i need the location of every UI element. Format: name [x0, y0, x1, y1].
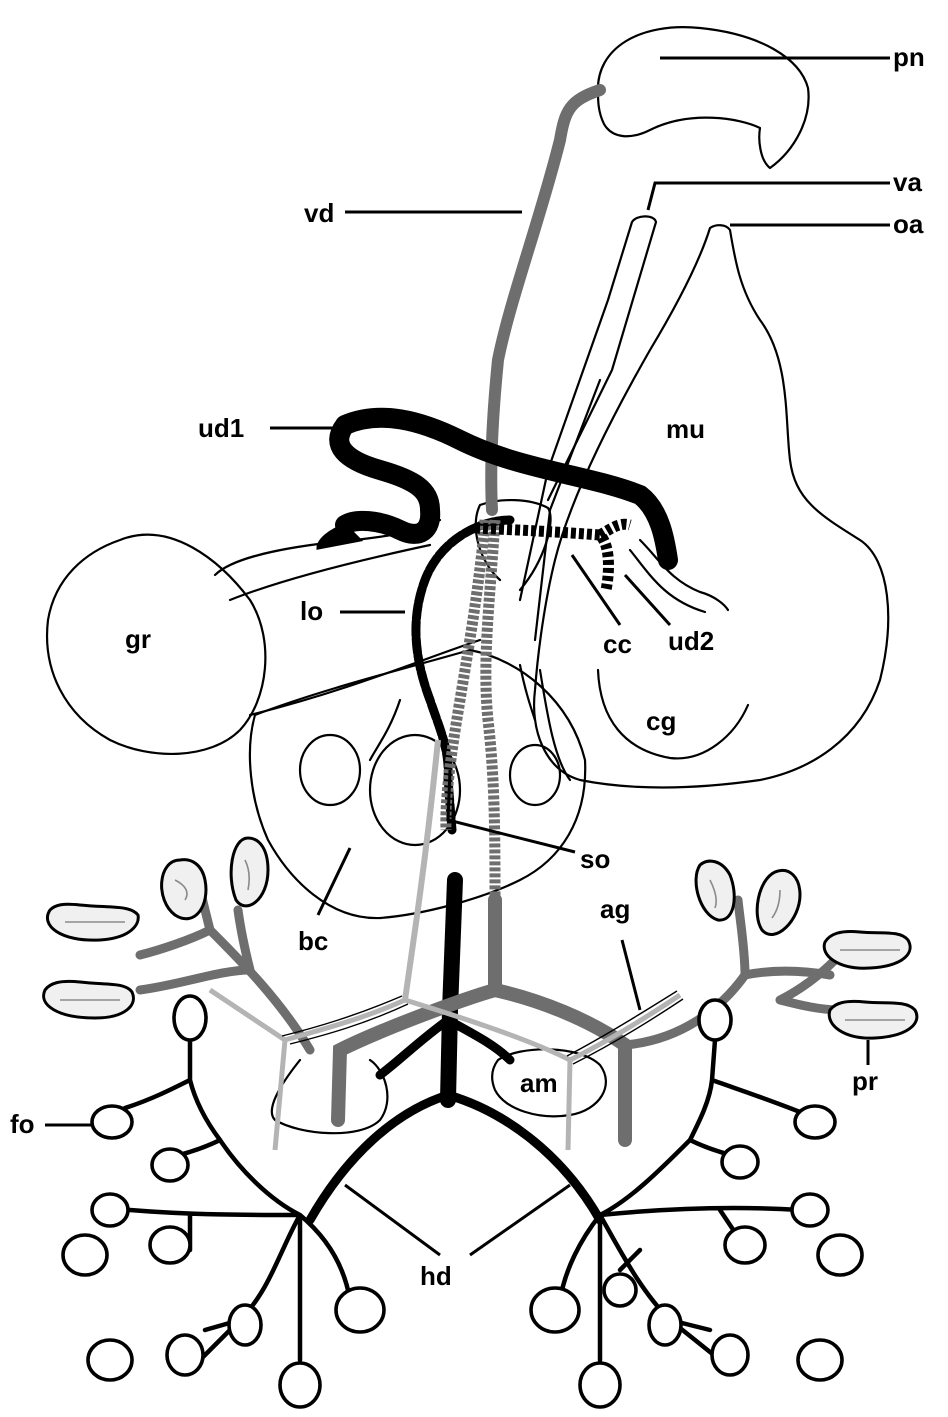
label-ud2: ud2	[668, 626, 714, 656]
leader-hd	[345, 1185, 570, 1255]
label-mu: mu	[666, 414, 705, 444]
label-pr: pr	[852, 1066, 878, 1096]
leader-va	[648, 183, 890, 210]
leader-bc	[318, 848, 350, 915]
spermoviduct-light	[405, 740, 438, 1000]
spermoviduct-left	[446, 520, 485, 830]
leader-ag	[622, 940, 640, 1010]
bursa-oval-1	[300, 735, 360, 805]
mu-inner-curve	[640, 540, 728, 610]
label-cc: cc	[603, 629, 632, 659]
label-bc: bc	[298, 926, 328, 956]
prostate-1	[162, 860, 206, 919]
leader-cc	[572, 555, 620, 625]
label-am: am	[520, 1068, 558, 1098]
hermaphroditic-duct-trunk	[448, 880, 455, 1100]
follicle-branches-right	[560, 1040, 800, 1360]
label-hd: hd	[420, 1261, 452, 1291]
label-so: so	[580, 844, 610, 874]
label-cg: cg	[646, 706, 676, 736]
ud1-duct	[339, 418, 668, 560]
gonad-follicles	[63, 996, 862, 1407]
bursa-oval-3	[510, 745, 560, 805]
leader-ud2	[625, 575, 670, 625]
lower-pouch	[272, 1060, 388, 1133]
label-ag: ag	[600, 894, 630, 924]
label-pn: pn	[893, 42, 925, 72]
label-lo: lo	[300, 596, 323, 626]
label-va: va	[893, 167, 922, 197]
prostate-2	[231, 838, 268, 906]
gland-region-body	[47, 535, 265, 754]
label-ud1: ud1	[198, 413, 244, 443]
spermoviduct-right	[486, 520, 495, 900]
label-fo: fo	[10, 1109, 35, 1139]
leader-lines	[45, 58, 890, 1255]
vagina-tube	[548, 216, 656, 500]
label-oa: oa	[893, 209, 924, 239]
label-vd: vd	[304, 198, 334, 228]
muscular-organ	[534, 225, 888, 787]
label-gr: gr	[125, 624, 151, 654]
penis	[598, 27, 809, 168]
vas-deferens	[491, 90, 600, 510]
